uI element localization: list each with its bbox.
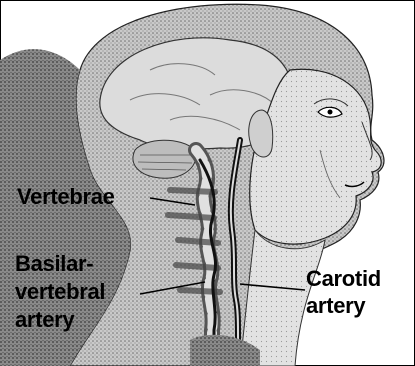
label-basilar-line3: artery — [15, 309, 74, 331]
label-carotid-line1: Carotid — [306, 268, 381, 290]
label-basilar-line2: vertebral — [15, 281, 105, 303]
label-carotid-line2: artery — [306, 295, 365, 317]
label-vertebrae: Vertebrae — [17, 186, 115, 208]
label-basilar-line1: Basilar- — [15, 253, 93, 275]
cerebellum — [133, 140, 196, 178]
